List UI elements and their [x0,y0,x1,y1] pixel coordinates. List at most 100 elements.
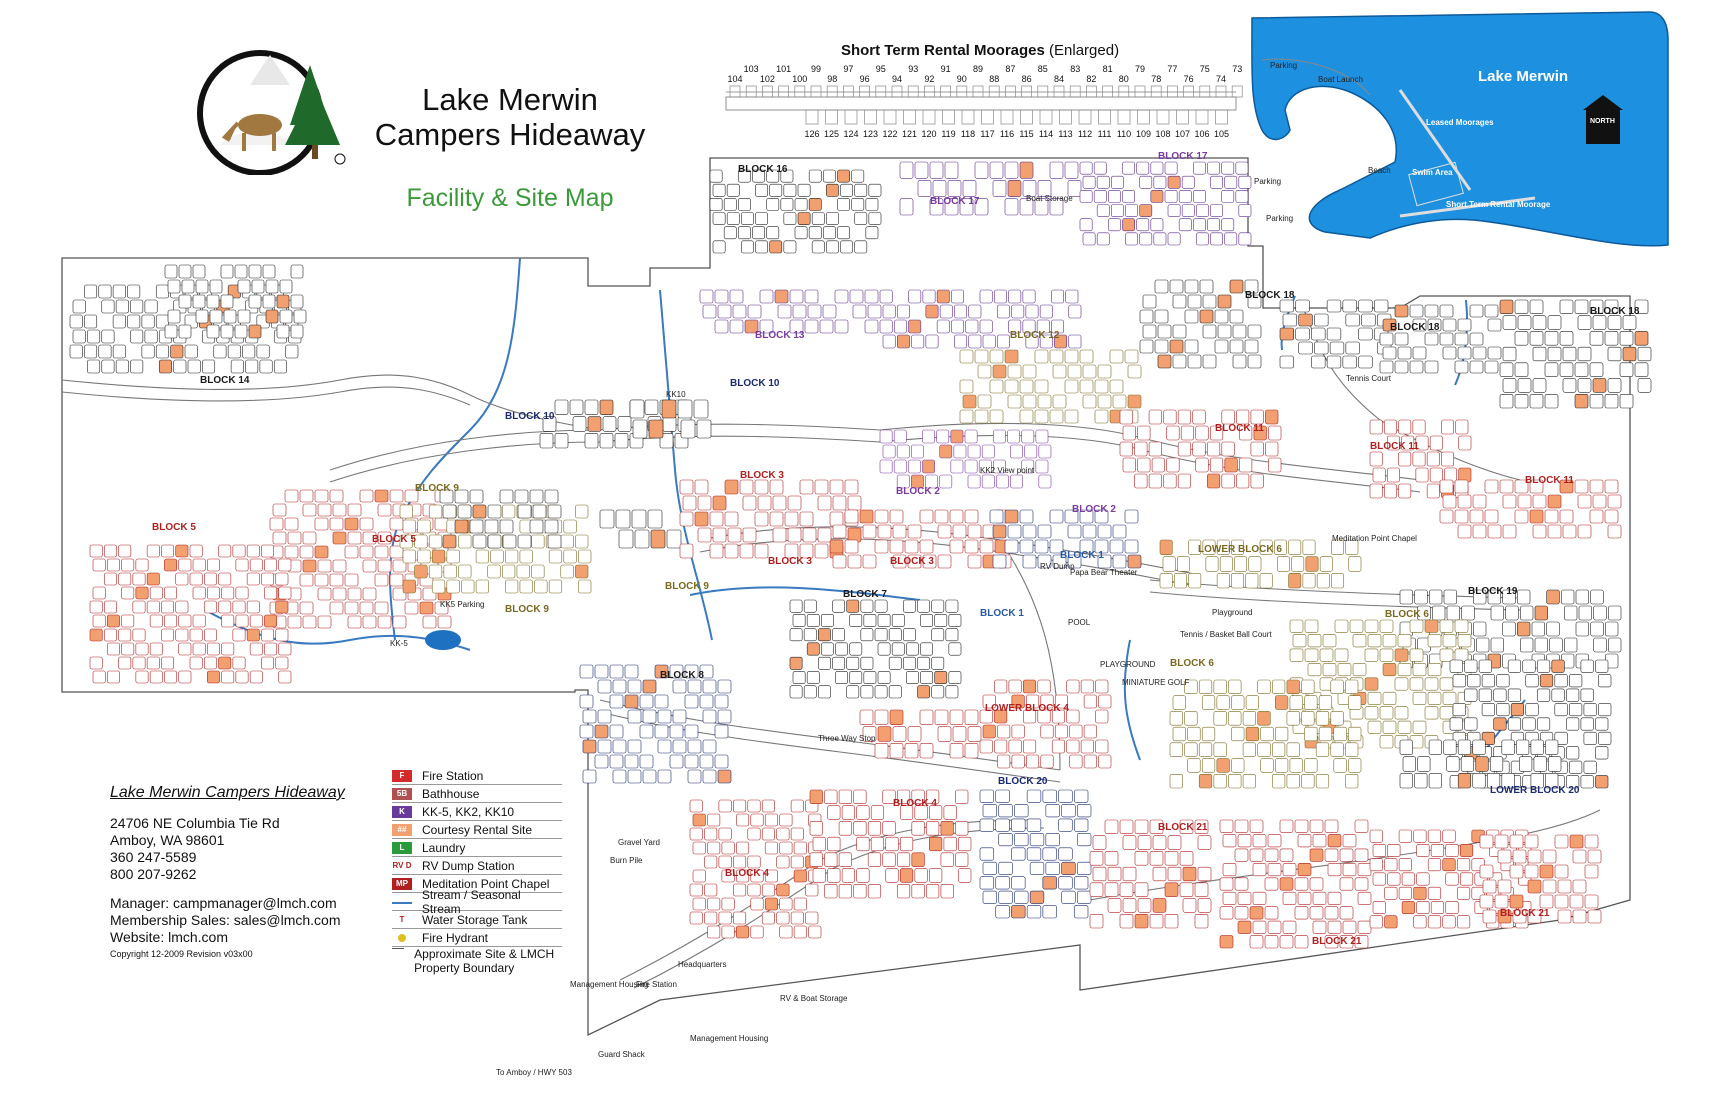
campsite-lot [723,226,737,240]
moorage-slip [1167,85,1178,98]
campsite-lot [575,564,589,579]
places-tennis-basket-label: Tennis / Basket Ball Court [1180,630,1272,639]
campsite-lot [1234,906,1249,920]
campsite-lot [672,679,687,694]
campsite-lot [1604,393,1619,409]
sales-email: Membership Sales: sales@lmch.com [110,912,341,928]
campsite-lot [1399,589,1413,605]
campsite-lot [1452,674,1466,688]
campsite-lot [666,529,682,549]
campsite-lot [1122,425,1136,441]
campsite-lot [747,799,761,813]
campsite-lot [853,821,867,836]
campsite-lot [1311,355,1326,369]
campsite-lot [135,586,149,600]
blocks-b12-label: BLOCK 12 [1010,330,1060,341]
campsite-lot [714,724,729,739]
campsite-lot [332,587,347,601]
campsite-lot [1029,861,1045,875]
campsite-lot [344,601,359,615]
campsite-lot [572,416,587,432]
campsite-lot [1554,703,1568,717]
campsite-lot [852,304,867,319]
moorage-slip-number: 123 [863,129,878,139]
campsite-lot [1634,299,1649,315]
campsite-lot [399,504,413,519]
campsite-lot [755,212,768,225]
campsite-lot [1216,758,1230,773]
phone-2: 800 207-9262 [110,866,197,882]
campsite-lot [792,613,806,627]
campsite-lot [1455,419,1469,435]
campsite-lot [732,304,747,319]
campsite-lot [1424,332,1439,346]
campsite-lot [1367,720,1382,734]
campsite-lot [841,805,855,820]
campsite-lot [899,836,914,852]
campsite-lot [167,279,181,294]
campsite-lot [738,169,751,183]
campsite-lot [832,524,847,539]
campsite-lot [940,883,954,899]
campsite-lot [1083,694,1097,709]
campsite-lot [687,679,702,694]
campsite-lot [1517,494,1532,509]
campsite-lot [874,628,888,642]
campsite-lot [648,419,664,439]
campsite-lot [738,198,751,211]
campsite-lot [826,240,839,254]
campsite-lot [1238,175,1252,189]
campsite-lot [1458,435,1472,451]
campsite-lot [1398,829,1412,843]
campsite-lot [87,329,101,344]
campsite-lot [209,309,223,324]
campsite-lot [1369,483,1383,499]
campsite-lot [251,279,265,294]
campsite-lot [899,868,914,883]
campsite-lot [925,474,938,489]
campsite-lot [968,334,982,349]
campsite-lot [1398,886,1412,900]
campsite-lot [1399,739,1413,755]
campsite-lot [1026,905,1042,919]
campsite-lot [1439,509,1454,524]
campsite-lot [232,628,246,642]
campsite-lot [684,664,699,679]
campsite-lot [911,334,925,349]
campsite-lot [1079,218,1093,232]
campsite-lot [742,495,757,511]
campsite-lot [702,769,717,784]
campsite-lot [784,543,799,559]
campsite-lot [1187,726,1201,742]
moorage-slip [826,85,838,98]
campsite-lot [1514,299,1529,315]
campsite-lot [965,319,979,334]
campsite-lot [1244,339,1259,354]
campsite-lot [829,511,844,527]
campsite-lot [1427,318,1442,332]
campsite-lot [1297,891,1312,905]
campsite-lot [206,558,220,572]
campsite-lot [399,534,413,549]
campsite-lot [1607,494,1622,509]
campsite-lot [1124,349,1139,364]
campsite-lot [995,789,1010,803]
campsite-lot [889,743,904,759]
campsite-lot [317,503,332,517]
campsite-lot [1397,634,1412,648]
legend-item: Approximate Site & LMCH Property Boundar… [392,947,562,977]
moorage-slip-number: 81 [1103,64,1113,74]
campsite-lot [1222,891,1237,905]
campsite-lot [1019,379,1034,394]
campsite-lot [1382,720,1397,734]
lot-cluster [579,664,732,784]
campsite-lot [1442,494,1457,509]
campsite-lot [659,433,674,449]
campsite-lot [1604,479,1619,494]
campsite-lot [729,319,744,334]
campsite-lot [906,642,919,656]
campsite-lot [146,572,160,586]
campsite-lot [534,579,548,594]
campsite-lot [1457,739,1472,755]
campsite-lot [689,883,703,897]
